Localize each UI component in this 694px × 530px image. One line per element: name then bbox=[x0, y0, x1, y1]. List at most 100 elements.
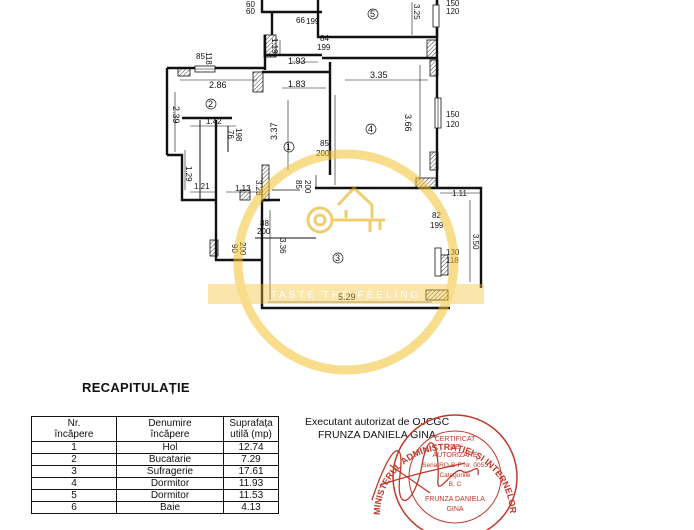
dim-label: 200 bbox=[303, 180, 312, 194]
stamp-text: CERTIFICAT bbox=[435, 436, 476, 443]
stamp-text: AUTORIZARE bbox=[433, 452, 478, 459]
table-row: 4 Dormitor 11.93 bbox=[31, 477, 279, 490]
header-text: Suprafața bbox=[229, 418, 273, 429]
official-stamp: MINISTERUL ADMINISTRAȚIEI ȘI INTERNELOR … bbox=[371, 414, 518, 530]
room-numbers: 1 2 3 4 5 bbox=[205, 8, 379, 264]
cell-area: 7.29 bbox=[223, 453, 279, 466]
dim-label: 198 bbox=[234, 128, 243, 142]
executant-line-1: Executant autorizat de OJCGC bbox=[305, 416, 450, 428]
table-row: 1 Hol 12.74 bbox=[31, 441, 279, 454]
dim-label: 150 bbox=[446, 110, 460, 119]
watermark-band bbox=[208, 284, 484, 304]
cell-name: Hol bbox=[116, 441, 224, 454]
dim-label: 118 bbox=[204, 52, 213, 65]
header-text: Denumire bbox=[148, 418, 192, 429]
header-denumire: Denumire încăpere bbox=[116, 416, 224, 442]
header-nr: Nr. încăpere bbox=[31, 416, 117, 442]
room-number: 4 bbox=[368, 124, 373, 134]
dim-label: 1.83 bbox=[288, 79, 306, 89]
stamp-text: GINA bbox=[446, 506, 463, 513]
cell-nr: 2 bbox=[31, 453, 117, 466]
header-suprafata: Suprafața utilă (mp) bbox=[223, 416, 279, 442]
room-number: 5 bbox=[370, 9, 375, 19]
dim-label: 3.35 bbox=[370, 70, 388, 80]
dim-label: 3.36 bbox=[278, 238, 287, 254]
cell-area: 11.93 bbox=[223, 477, 279, 490]
watermark-text: TASTE THE FEELING bbox=[271, 290, 422, 301]
dim-label: 150 bbox=[446, 0, 460, 8]
watermark-ring bbox=[233, 149, 459, 375]
header-text: încăpere bbox=[54, 429, 94, 440]
table-row: 2 Bucatarie 7.29 bbox=[31, 453, 279, 466]
dim-label: 199 bbox=[430, 221, 444, 230]
dim-label: 3.66 bbox=[403, 114, 413, 132]
stamp-text: Categoriile bbox=[439, 472, 470, 479]
dim-label: 1.93 bbox=[288, 56, 306, 66]
stamp-text: B, C bbox=[449, 481, 462, 488]
table-row: 3 Sufragerie 17.61 bbox=[31, 465, 279, 478]
doors bbox=[272, 150, 438, 191]
header-text: Nr. bbox=[67, 418, 81, 429]
recap-title: RECAPITULAȚIE bbox=[82, 380, 190, 395]
dim-label: 1.19 bbox=[270, 38, 279, 54]
dim-label: 1.11 bbox=[452, 189, 468, 198]
dim-label: 88 bbox=[260, 219, 269, 228]
stamp-text: DE bbox=[450, 444, 460, 451]
room-number: 2 bbox=[208, 99, 213, 109]
cell-area: 4.13 bbox=[223, 501, 279, 514]
key-house-logo-icon bbox=[306, 185, 385, 234]
dim-label: 85 bbox=[294, 180, 303, 189]
cell-name: Dormitor bbox=[116, 477, 224, 490]
table-row: 5 Dormitor 11.53 bbox=[31, 489, 279, 502]
dim-label: 1.29 bbox=[184, 166, 193, 182]
room-number: 1 bbox=[286, 142, 291, 152]
dim-label: 2.86 bbox=[209, 80, 227, 90]
dim-label: 2.39 bbox=[171, 106, 181, 124]
cell-nr: 3 bbox=[31, 465, 117, 478]
dim-label: 120 bbox=[446, 7, 460, 16]
dim-label: 84 bbox=[320, 34, 329, 43]
dim-label: 3.37 bbox=[269, 122, 279, 140]
cell-nr: 1 bbox=[31, 441, 117, 454]
cell-nr: 5 bbox=[31, 489, 117, 502]
dim-label: 1.21 bbox=[194, 182, 210, 191]
cell-name: Sufragerie bbox=[116, 465, 224, 478]
recap-table: Nr. încăpere Denumire încăpere Suprafața… bbox=[31, 416, 279, 514]
cell-area: 11.53 bbox=[223, 489, 279, 502]
signature-scribble bbox=[371, 442, 479, 502]
header-text: încăpere bbox=[150, 429, 190, 440]
dim-label: 199 bbox=[306, 17, 320, 26]
dim-label: 3.50 bbox=[471, 234, 480, 250]
dim-label: 5.29 bbox=[338, 292, 356, 302]
dim-label: 85 bbox=[196, 52, 205, 61]
dimension-labels: 60 60 66 199 84 199 3.25 150 120 1.19 85… bbox=[171, 0, 480, 302]
dimension-lines bbox=[174, 2, 480, 303]
table-row: 6 Baie 4.13 bbox=[31, 501, 279, 514]
cell-area: 17.61 bbox=[223, 465, 279, 478]
cell-name: Dormitor bbox=[116, 489, 224, 502]
dim-label: 60 bbox=[246, 7, 255, 16]
watermark: TASTE THE FEELING bbox=[208, 149, 484, 375]
dim-label: 3.25 bbox=[412, 4, 421, 20]
dim-label: 199 bbox=[317, 43, 331, 52]
dim-label: 82 bbox=[432, 211, 441, 220]
dim-label: 85 bbox=[320, 139, 329, 148]
recap-header-row: Nr. încăpere Denumire încăpere Suprafața… bbox=[31, 416, 279, 442]
hatched-walls bbox=[177, 34, 449, 301]
stamp-text: FRUNZA DANIELA bbox=[425, 496, 485, 503]
header-text: utilă (mp) bbox=[230, 429, 272, 440]
room-number: 3 bbox=[335, 253, 340, 263]
dim-label: 60 bbox=[246, 0, 255, 9]
dim-label: 66 bbox=[296, 16, 305, 25]
dim-label: 3.28 bbox=[254, 180, 263, 196]
dim-label: 76 bbox=[226, 130, 235, 139]
dim-label: 1.42 bbox=[206, 117, 222, 126]
dim-label: 120 bbox=[446, 120, 460, 129]
window-marks bbox=[194, 4, 442, 277]
dim-label: 200 bbox=[257, 227, 271, 236]
cell-area: 12.74 bbox=[223, 441, 279, 454]
cell-nr: 6 bbox=[31, 501, 117, 514]
dim-label: 1.13 bbox=[235, 184, 251, 193]
cell-name: Baie bbox=[116, 501, 224, 514]
